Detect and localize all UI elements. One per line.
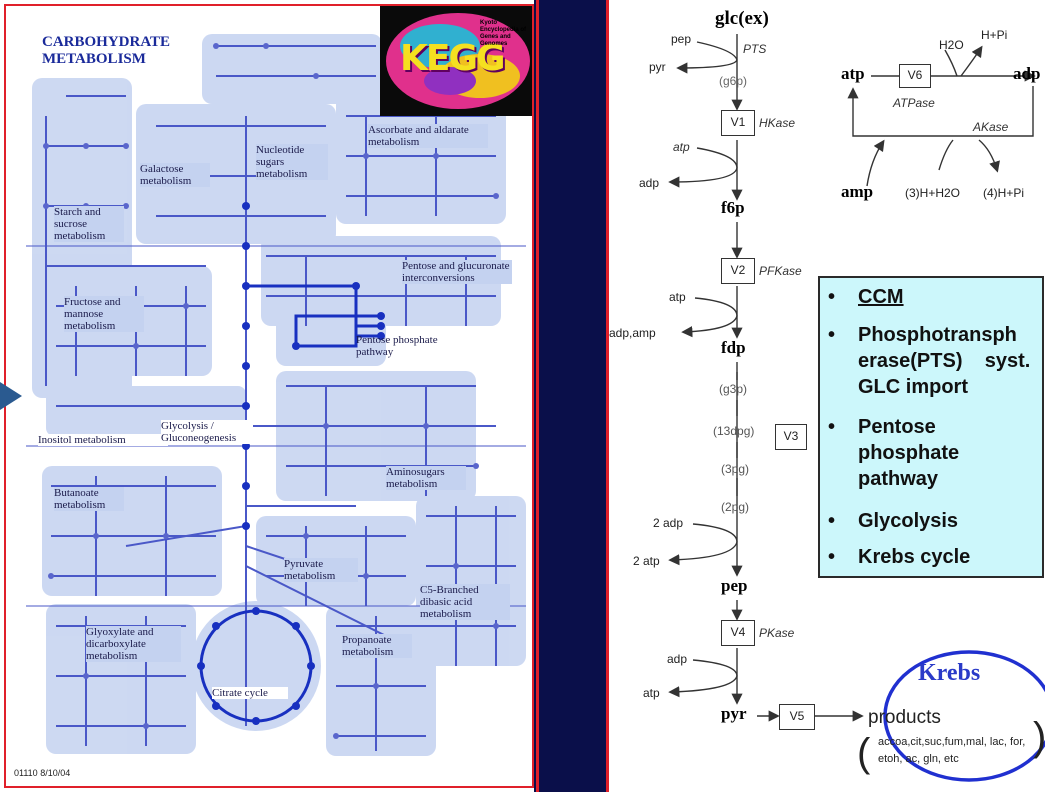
nav-arrow-icon[interactable] — [0, 382, 22, 410]
metabolite-13dpg: (13dpg) — [713, 424, 754, 438]
metabolite-pyr-out: pyr — [649, 60, 666, 74]
metabolite-adp4: adp — [667, 652, 687, 666]
label-c5: C5-Branched dibasic acid metabolism — [420, 584, 510, 620]
atp-cycle-amp: amp — [841, 182, 873, 202]
metabolite-2atp: 2 atp — [633, 554, 660, 568]
summary-ccm-text: CCM — [858, 284, 904, 310]
label-glycolysis: Glycolysis / Gluconeogenesis — [161, 420, 253, 444]
label-galactose: Galactose metabolism — [140, 163, 210, 187]
metabolite-adp-amp: adp,amp — [609, 326, 656, 340]
label-pentose-phosphate: Pentose phosphate pathway — [356, 334, 466, 358]
atp-cycle-atp: atp — [841, 64, 865, 84]
label-glyoxylate: Glyoxylate and dicarboxylate metabolism — [86, 626, 181, 662]
map-title-line1: CARBOHYDRATE — [42, 34, 170, 51]
reaction-v6: V6 — [899, 64, 931, 88]
metabolite-pep: pep — [721, 576, 747, 596]
label-fructose: Fructose and mannose metabolism — [64, 296, 144, 332]
map-title-line2: METABOLISM — [42, 51, 146, 68]
enzyme-pfkase: PFKase — [759, 264, 802, 278]
panel-divider — [534, 0, 608, 792]
metabolite-3pg: (3pg) — [721, 462, 749, 476]
label-starch: Starch and sucrose metabolism — [54, 206, 124, 242]
metabolite-2pg: (2pg) — [721, 500, 749, 514]
label-aminosugars: Aminosugars metabolism — [386, 466, 466, 490]
label-propanoate: Propanoate metabolism — [342, 634, 412, 658]
label-inositol: Inositol metabolism — [38, 434, 168, 446]
enzyme-pkase: PKase — [759, 626, 794, 640]
products-label: products — [868, 707, 941, 729]
enzyme-hkase: HKase — [759, 116, 795, 130]
label-butanoate: Butanoate metabolism — [54, 487, 124, 511]
kegg-map-panel: CARBOHYDRATE METABOLISM Starch and sucro… — [4, 4, 534, 788]
metabolite-g3p: (g3p) — [719, 382, 747, 396]
atp-cycle-adp: adp — [1013, 64, 1040, 84]
label-pentose-gluc: Pentose and glucuronate interconversions — [402, 260, 512, 284]
reaction-v1: V1 — [721, 110, 755, 136]
metabolite-atp4: atp — [643, 686, 660, 700]
metabolite-f6p: f6p — [721, 198, 745, 218]
label-citrate: Citrate cycle — [212, 687, 288, 699]
label-pyruvate: Pyruvate metabolism — [284, 558, 358, 582]
map-footer: 01110 8/10/04 — [14, 768, 70, 778]
reaction-v4: V4 — [721, 620, 755, 646]
kegg-logo-subtext: Kyoto Encyclopedia of Genes and Genomes — [480, 20, 532, 48]
metabolite-adp1: adp — [639, 176, 659, 190]
metabolite-fdp: fdp — [721, 338, 746, 358]
metabolite-g6p: (g6p) — [719, 74, 747, 88]
atp-cycle-hpi: H+Pi — [981, 28, 1007, 42]
reaction-v2: V2 — [721, 258, 755, 284]
metabolite-pyr: pyr — [721, 704, 747, 724]
atp-cycle-h-pi: (4)H+Pi — [983, 186, 1024, 200]
metabolite-2adp: 2 adp — [653, 516, 683, 530]
summary-box: • CCM • Phosphotransph erase(PTS) syst. … — [818, 276, 1044, 578]
products-list: accoa,cit,suc,fum,mal, lac, for, etoh, a… — [878, 734, 1038, 768]
enzyme-pts: PTS — [743, 42, 766, 56]
metabolite-glc: glc(ex) — [715, 8, 769, 30]
enzyme-atpase: ATPase — [893, 96, 935, 110]
metabolite-pep-in: pep — [671, 32, 691, 46]
krebs-label: Krebs — [918, 660, 980, 687]
reaction-v5: V5 — [779, 704, 815, 730]
atp-cycle-h-h2o: (3)H+H2O — [905, 186, 960, 200]
metabolite-atp2: atp — [669, 290, 686, 304]
reaction-v3: V3 — [775, 424, 807, 450]
enzyme-akase: AKase — [973, 120, 1008, 134]
metabolite-atp1: atp — [673, 140, 690, 154]
label-nucleotide: Nucleotide sugars metabolism — [256, 144, 328, 180]
label-ascorbate: Ascorbate and aldarate metabolism — [368, 124, 488, 148]
kegg-logo: KEGG Kyoto Encyclopedia of Genes and Gen… — [380, 6, 534, 116]
atp-cycle-h2o: H2O — [939, 38, 964, 52]
svg-text:(: ( — [857, 731, 871, 775]
divider-red-edge — [536, 0, 539, 792]
